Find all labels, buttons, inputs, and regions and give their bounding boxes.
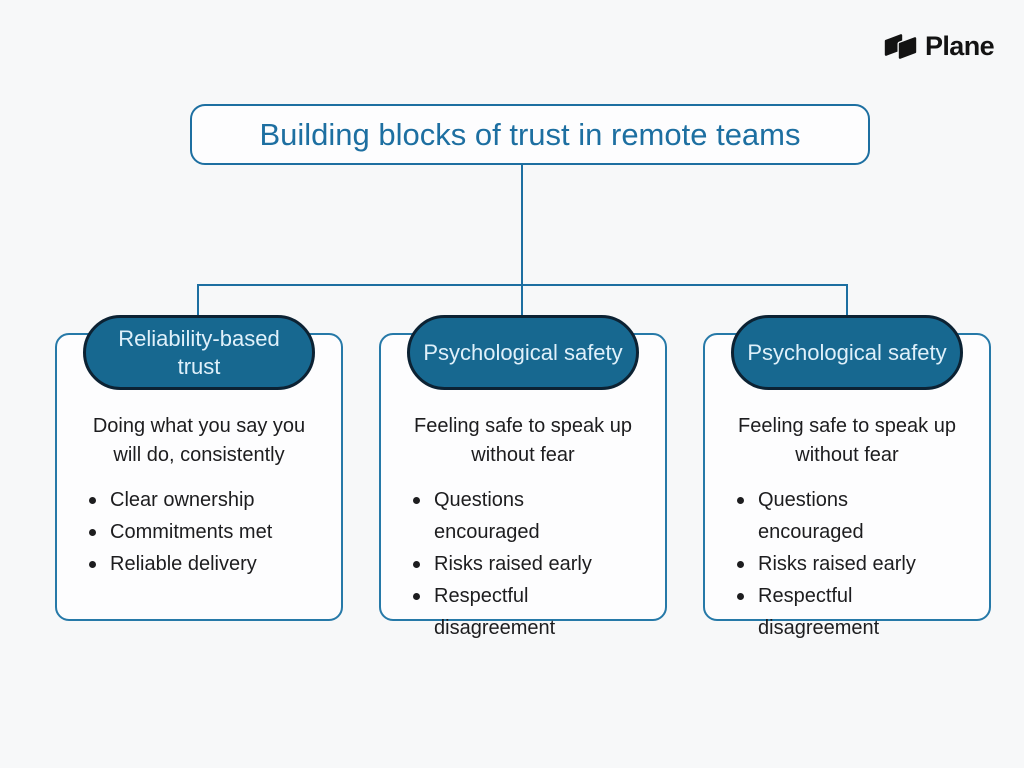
bullet-item: Respectful disagreement — [735, 580, 935, 644]
card-heading: Psychological safety — [747, 339, 947, 365]
card-description: Feeling safe to speak up without fear — [738, 415, 956, 466]
bullet-item: Commitments met — [87, 516, 287, 548]
card-heading: Psychological safety — [423, 339, 623, 365]
connector-title-stem — [521, 165, 523, 286]
card-bullet-list: Clear ownership Commitments met Reliable… — [57, 484, 341, 580]
bullet-item: Clear ownership — [87, 484, 287, 516]
connector-drop-left — [197, 284, 199, 318]
bullet-item: Questions encouraged — [735, 484, 935, 548]
connector-drop-right — [846, 284, 848, 318]
card-reliability-based-trust: Reliability-based trust Doing what you s… — [55, 315, 343, 621]
card-bullet-list: Questions encouraged Risks raised early … — [705, 484, 989, 644]
card-heading-pill: Reliability-based trust — [83, 315, 315, 390]
bullet-item: Questions encouraged — [411, 484, 611, 548]
brand-name: Plane — [925, 30, 995, 61]
card-heading-pill: Psychological safety — [731, 315, 963, 390]
card-description: Doing what you say you will do, consiste… — [92, 415, 306, 466]
card-description: Feeling safe to speak up without fear — [414, 415, 632, 466]
card-psychological-safety-1: Psychological safety Feeling safe to spe… — [379, 315, 667, 639]
bullet-item: Reliable delivery — [87, 548, 287, 580]
card-bullet-list: Questions encouraged Risks raised early … — [381, 484, 665, 644]
card-heading: Reliability-based trust — [118, 325, 280, 379]
connector-drop-center — [521, 284, 523, 318]
page-title: Building blocks of trust in remote teams — [259, 116, 801, 152]
plane-logo-icon — [884, 33, 918, 60]
brand-logo: Plane — [884, 30, 995, 62]
card-psychological-safety-2: Psychological safety Feeling safe to spe… — [703, 315, 991, 639]
bullet-item: Respectful disagreement — [411, 580, 611, 644]
title-box: Building blocks of trust in remote teams — [190, 104, 870, 165]
bullet-item: Risks raised early — [735, 548, 935, 580]
card-heading-pill: Psychological safety — [407, 315, 639, 390]
bullet-item: Risks raised early — [411, 548, 611, 580]
